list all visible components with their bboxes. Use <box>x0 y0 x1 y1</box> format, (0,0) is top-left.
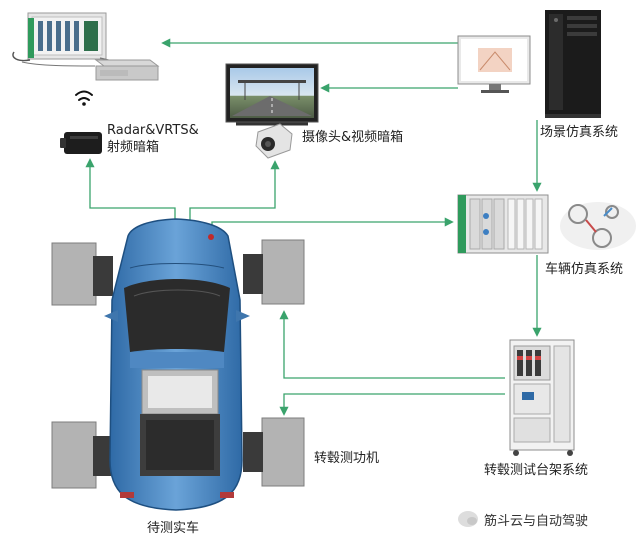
dyno-rollers <box>51 239 305 489</box>
vehicle-sim-pxi-image <box>457 194 549 254</box>
vehicle-sim-label: 车辆仿真系统 <box>545 262 624 277</box>
wechat-logo-icon <box>458 511 478 527</box>
arrow-car-to-camera <box>189 160 280 222</box>
watermark: 筋斗云与自动驾驶 <box>458 508 628 530</box>
tire-front-right <box>243 254 263 294</box>
video-screen-image <box>225 63 319 126</box>
car-label: 待测实车 <box>147 521 200 536</box>
dyno-rack-image <box>509 339 575 456</box>
test-vehicle-image <box>104 218 250 511</box>
scene-pc-tower-image <box>545 10 601 118</box>
radar-equipment-image <box>12 12 160 81</box>
roller-rear-left <box>51 421 97 489</box>
watermark-text: 筋斗云与自动驾驶 <box>484 513 589 529</box>
vehicle-model-icon <box>560 202 636 250</box>
arrow-car-to-vehicle <box>211 217 454 228</box>
radar-box-label-line2: 射频暗箱 <box>107 140 160 155</box>
roller-front-left <box>51 242 97 306</box>
scene-monitor-image <box>457 35 531 93</box>
tire-front-left <box>93 256 113 296</box>
arrow-rack-to-dyno-rear <box>279 393 505 416</box>
scene-sim-label: 场景仿真系统 <box>540 125 619 140</box>
sensor-dot <box>208 234 214 240</box>
radar-device-image <box>60 132 102 154</box>
dyno-label: 转毂测功机 <box>314 451 380 466</box>
radar-box-label-line1: Radar&VRTS& <box>107 123 199 138</box>
roller-front-right <box>261 239 305 305</box>
arrow-rack-to-dyno-front <box>279 310 505 379</box>
tire-rear-left <box>93 436 113 476</box>
tire-rear-right <box>243 432 263 472</box>
arrow-car-to-radar <box>85 158 176 222</box>
camera-device-image <box>255 123 293 159</box>
wireless-signal-icon <box>75 90 93 106</box>
roller-rear-right <box>261 417 305 487</box>
dyno-rack-label: 转毂测试台架系统 <box>484 463 589 478</box>
camera-box-label: 摄像头&视频暗箱 <box>302 130 404 145</box>
